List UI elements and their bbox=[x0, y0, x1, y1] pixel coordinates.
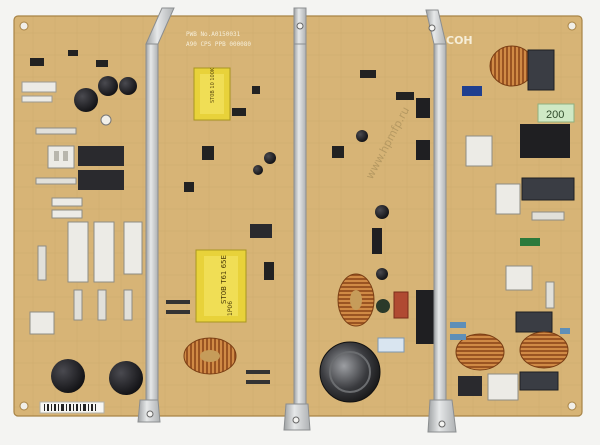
heatsink-3 bbox=[425, 9, 457, 433]
fuse bbox=[35, 127, 77, 135]
ic-chip bbox=[252, 86, 260, 94]
x-capacitor bbox=[527, 49, 555, 91]
vertical-fuse bbox=[545, 281, 555, 309]
power-transistor bbox=[416, 98, 430, 118]
diode bbox=[166, 300, 190, 304]
common-mode-choke bbox=[519, 331, 569, 369]
connector-pin bbox=[54, 151, 59, 161]
white-connector bbox=[465, 135, 493, 167]
small-capacitor bbox=[253, 165, 263, 175]
fuse bbox=[531, 211, 565, 221]
brand-fragment: COH bbox=[446, 34, 473, 47]
ic-chip bbox=[202, 146, 214, 160]
vertical-fuse bbox=[123, 289, 133, 321]
pin-header bbox=[93, 221, 115, 283]
relay-small bbox=[458, 376, 482, 396]
green-capacitor bbox=[520, 238, 540, 246]
electrolytic-capacitor bbox=[74, 88, 98, 112]
white-connector bbox=[505, 265, 533, 291]
blue-capacitor bbox=[450, 334, 466, 340]
bulk-capacitor bbox=[319, 341, 381, 403]
ic-chip bbox=[184, 182, 194, 192]
small-capacitor bbox=[264, 152, 276, 164]
board-number-label bbox=[537, 103, 575, 123]
common-mode-choke bbox=[489, 45, 535, 87]
blue-capacitor bbox=[560, 328, 570, 334]
transformer-label-mid: ST0B T61 65E bbox=[220, 255, 228, 304]
board-number: 200 bbox=[546, 109, 564, 121]
smd-ic bbox=[68, 50, 78, 56]
connector-header bbox=[21, 95, 53, 103]
fuse bbox=[35, 177, 77, 185]
relay bbox=[78, 146, 124, 166]
diode bbox=[246, 370, 270, 374]
mosfet bbox=[250, 224, 272, 238]
dip-ic bbox=[372, 228, 382, 254]
smd-ic bbox=[396, 92, 414, 100]
switch-module bbox=[29, 311, 55, 335]
connector-pin bbox=[63, 151, 68, 161]
smd-ic bbox=[96, 60, 108, 67]
smd-ic bbox=[360, 70, 376, 78]
white-connector bbox=[495, 183, 521, 215]
relay bbox=[521, 177, 575, 201]
mounting-hole bbox=[567, 21, 577, 31]
trimmer-potentiometer bbox=[100, 114, 112, 126]
barcode-bars bbox=[44, 404, 96, 411]
heatsink-2 bbox=[283, 7, 311, 431]
small-capacitor bbox=[376, 268, 388, 280]
vertical-fuse bbox=[73, 289, 83, 321]
pin-header bbox=[67, 221, 89, 283]
white-component bbox=[487, 373, 519, 401]
label-sticker bbox=[377, 337, 405, 353]
toroid-center bbox=[200, 350, 220, 362]
small-capacitor bbox=[356, 130, 368, 142]
barcode-sticker bbox=[39, 401, 105, 414]
power-transistor bbox=[416, 140, 430, 160]
small-capacitor bbox=[375, 205, 389, 219]
heatsink-1 bbox=[137, 7, 175, 423]
transformer-core bbox=[200, 74, 224, 114]
blue-capacitor bbox=[462, 86, 482, 96]
bulk-capacitor-vent bbox=[329, 351, 371, 393]
electrolytic-capacitor bbox=[119, 77, 137, 95]
connector-header bbox=[51, 209, 83, 219]
smd-ic bbox=[30, 58, 44, 66]
transformer-core bbox=[204, 256, 238, 316]
pwb-part-marking: PWB No.A0150031 bbox=[186, 31, 241, 38]
ic-chip bbox=[332, 146, 344, 158]
relay bbox=[78, 170, 124, 190]
transformer-label-mid-2: 1P06 bbox=[227, 301, 234, 316]
electrolytic-capacitor bbox=[109, 361, 143, 395]
toroid-center bbox=[350, 290, 362, 310]
mounting-hole bbox=[19, 401, 29, 411]
electrolytic-capacitor bbox=[51, 359, 85, 393]
film-capacitor bbox=[393, 291, 409, 319]
transistor bbox=[264, 262, 274, 280]
electrolytic-capacitor bbox=[98, 76, 118, 96]
blue-capacitor bbox=[450, 322, 466, 328]
connector-header bbox=[21, 81, 57, 93]
x-capacitor bbox=[515, 311, 553, 333]
common-mode-choke bbox=[455, 333, 505, 371]
varistor bbox=[376, 299, 390, 313]
connector-header bbox=[51, 197, 83, 207]
white-connector bbox=[47, 145, 75, 169]
vertical-fuse bbox=[37, 245, 47, 281]
diode bbox=[246, 380, 270, 384]
mounting-hole bbox=[19, 21, 29, 31]
mounting-hole bbox=[567, 401, 577, 411]
diode bbox=[166, 310, 190, 314]
pin-header bbox=[123, 221, 143, 275]
transformer-label-top: ST0B 10 100K bbox=[210, 67, 216, 103]
ic-chip bbox=[232, 108, 246, 116]
vertical-fuse bbox=[97, 289, 107, 321]
pwb-part-marking-2: A90 CPS PPB 000080 bbox=[186, 41, 251, 48]
x-capacitor bbox=[519, 371, 559, 391]
power-relay bbox=[520, 124, 570, 158]
bridge-rectifier bbox=[416, 290, 436, 344]
